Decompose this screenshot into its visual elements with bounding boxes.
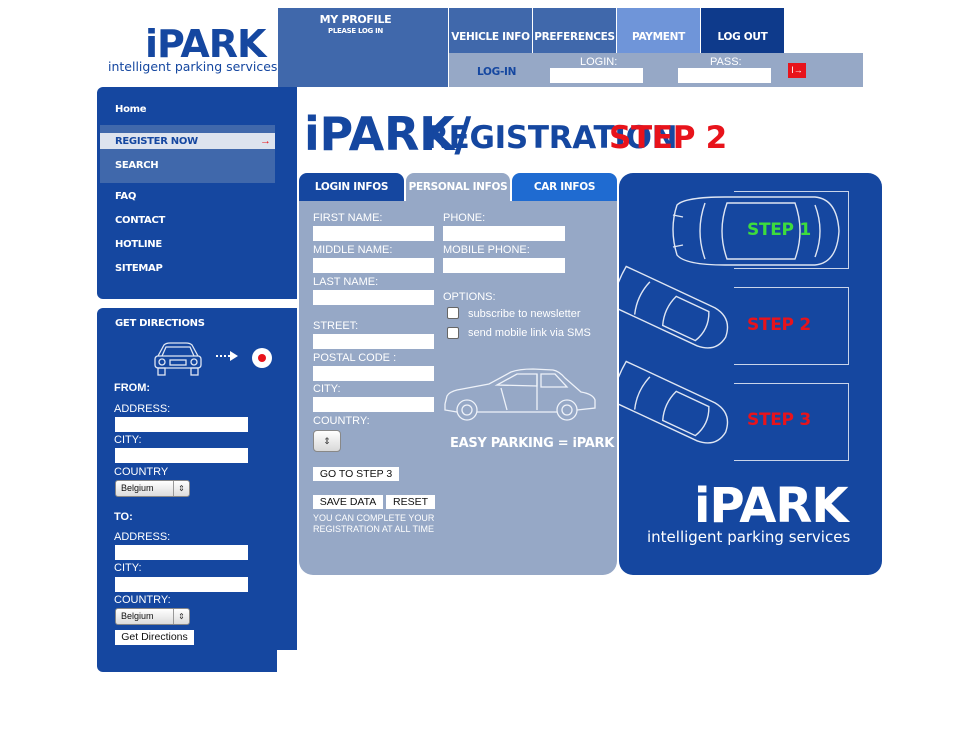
- car-top-icon: [672, 196, 840, 266]
- from-country-label: COUNTRY: [114, 466, 169, 478]
- login-submit-button[interactable]: I→: [788, 63, 806, 78]
- directions-title: GET DIRECTIONS: [115, 318, 205, 329]
- from-country-select[interactable]: Belgium ⇕: [115, 480, 190, 497]
- my-profile-title: MY PROFILE: [319, 13, 392, 26]
- from-address-input[interactable]: [115, 417, 248, 432]
- page-title-brand: iPARK/: [304, 107, 471, 161]
- newsletter-checkbox[interactable]: [447, 307, 459, 319]
- page-title-registration: REGISTRATION: [425, 120, 678, 156]
- login-bar: LOG-IN LOGIN: PASS: I→: [449, 53, 863, 87]
- tab-car-infos[interactable]: CAR INFOS: [512, 173, 617, 201]
- country-select[interactable]: ⇕: [313, 430, 341, 452]
- login-username-label: LOGIN:: [580, 56, 618, 68]
- sidebar-item-register-now[interactable]: [100, 133, 275, 149]
- directions-panel-notch: [277, 650, 301, 674]
- step2-frame: [734, 287, 849, 365]
- footer-logo-wordmark: iPARK: [694, 478, 849, 534]
- login-password-input[interactable]: [678, 68, 771, 83]
- middle-name-input[interactable]: [313, 258, 434, 273]
- login-label: LOG-IN: [477, 66, 517, 78]
- personal-infos-form: FIRST NAME: MIDDLE NAME: LAST NAME: STRE…: [299, 201, 617, 575]
- page-title-step: STEP 2: [609, 120, 727, 156]
- from-city-input[interactable]: [115, 448, 248, 463]
- mobile-phone-input[interactable]: [443, 258, 565, 273]
- step1-label[interactable]: STEP 1: [747, 220, 811, 240]
- country-label: COUNTRY:: [313, 415, 370, 427]
- first-name-label: FIRST NAME:: [313, 212, 383, 224]
- save-data-button[interactable]: SAVE DATA: [313, 495, 383, 509]
- from-country-value: Belgium: [121, 483, 154, 493]
- reset-button[interactable]: RESET: [386, 495, 435, 509]
- nav-preferences[interactable]: PREFERENCES: [533, 8, 616, 53]
- last-name-label: LAST NAME:: [313, 276, 379, 288]
- phone-label: PHONE:: [443, 212, 486, 224]
- select-arrows-icon: ⇕: [173, 609, 189, 624]
- select-arrows-icon: ⇕: [173, 481, 189, 496]
- slogan-text: EASY PARKING = iPARK: [450, 436, 614, 451]
- sidebar-item-search[interactable]: SEARCH: [115, 160, 159, 171]
- get-directions-button[interactable]: Get Directions: [115, 630, 194, 645]
- login-username-input[interactable]: [550, 68, 643, 83]
- postal-code-label: POSTAL CODE :: [313, 352, 397, 364]
- options-label: OPTIONS:: [443, 291, 496, 303]
- nav-log-out[interactable]: LOG OUT: [701, 8, 784, 53]
- to-country-select[interactable]: Belgium ⇕: [115, 608, 190, 625]
- from-city-label: CITY:: [114, 434, 142, 446]
- sms-label: send mobile link via SMS: [468, 327, 591, 339]
- sms-checkbox[interactable]: [447, 327, 459, 339]
- tab-login-infos[interactable]: LOGIN INFOS: [299, 173, 404, 201]
- newsletter-label: subscribe to newsletter: [468, 308, 581, 320]
- car-side-icon: [444, 368, 596, 421]
- first-name-input[interactable]: [313, 226, 434, 241]
- sidebar-item-hotline[interactable]: HOTLINE: [115, 239, 162, 250]
- middle-name-label: MIDDLE NAME:: [313, 244, 393, 256]
- steps-panel: STEP 1 STEP 2 STEP 3 iPARK intelligent p…: [619, 173, 882, 575]
- to-city-input[interactable]: [115, 577, 248, 592]
- footer-logo-tagline: intelligent parking services: [647, 528, 851, 546]
- please-login-text: PLEASE LOG IN: [328, 27, 383, 35]
- car-top-icon: [619, 265, 729, 349]
- from-heading: FROM:: [114, 382, 151, 394]
- tab-personal-infos[interactable]: PERSONAL INFOS: [406, 173, 510, 201]
- sidebar-item-home[interactable]: Home: [115, 104, 147, 115]
- arrow-right-icon: [216, 351, 238, 361]
- nav-vehicle-info[interactable]: VEHICLE INFO: [449, 8, 532, 53]
- nav-payment[interactable]: PAYMENT: [617, 8, 700, 53]
- directions-panel: GET DIRECTIONS FROM: ADDRESS: CITY: COUN…: [97, 308, 297, 672]
- login-password-label: PASS:: [710, 56, 742, 68]
- phone-input[interactable]: [443, 226, 565, 241]
- sidebar-item-register-label[interactable]: REGISTER NOW: [115, 136, 198, 147]
- from-address-label: ADDRESS:: [114, 403, 171, 415]
- car-front-icon: [154, 342, 202, 376]
- to-heading: TO:: [114, 511, 133, 523]
- step3-frame: [734, 383, 849, 461]
- sidebar-item-sitemap[interactable]: SITEMAP: [115, 263, 163, 274]
- destination-icon: [252, 348, 272, 368]
- logo-wordmark[interactable]: iPARK: [145, 22, 267, 66]
- street-input[interactable]: [313, 334, 434, 349]
- postal-code-input[interactable]: [313, 366, 434, 381]
- street-label: STREET:: [313, 320, 359, 332]
- city-label: CITY:: [313, 383, 341, 395]
- my-profile-panel[interactable]: MY PROFILE PLEASE LOG IN: [278, 8, 448, 87]
- to-city-label: CITY:: [114, 562, 142, 574]
- logo-tagline: intelligent parking services: [108, 59, 278, 74]
- mobile-phone-label: MOBILE PHONE:: [443, 244, 530, 256]
- sidebar-menu: Home REGISTER NOW → SEARCH FAQ CONTACT H…: [97, 87, 297, 299]
- sidebar-item-contact[interactable]: CONTACT: [115, 215, 166, 226]
- last-name-input[interactable]: [313, 290, 434, 305]
- to-address-input[interactable]: [115, 545, 248, 560]
- city-input[interactable]: [313, 397, 434, 412]
- sidebar-item-faq[interactable]: FAQ: [115, 191, 137, 202]
- step1-frame: [734, 191, 849, 269]
- registration-note: YOU CAN COMPLETE YOUR REGISTRATION AT AL…: [313, 513, 435, 534]
- go-to-step3-button[interactable]: GO TO STEP 3: [313, 467, 399, 481]
- to-address-label: ADDRESS:: [114, 531, 171, 543]
- step2-label[interactable]: STEP 2: [747, 315, 811, 335]
- to-country-label: COUNTRY:: [114, 594, 171, 606]
- arrow-right-icon: →: [260, 135, 271, 147]
- step3-label[interactable]: STEP 3: [747, 410, 811, 430]
- to-country-value: Belgium: [121, 611, 154, 621]
- car-top-icon: [619, 360, 729, 444]
